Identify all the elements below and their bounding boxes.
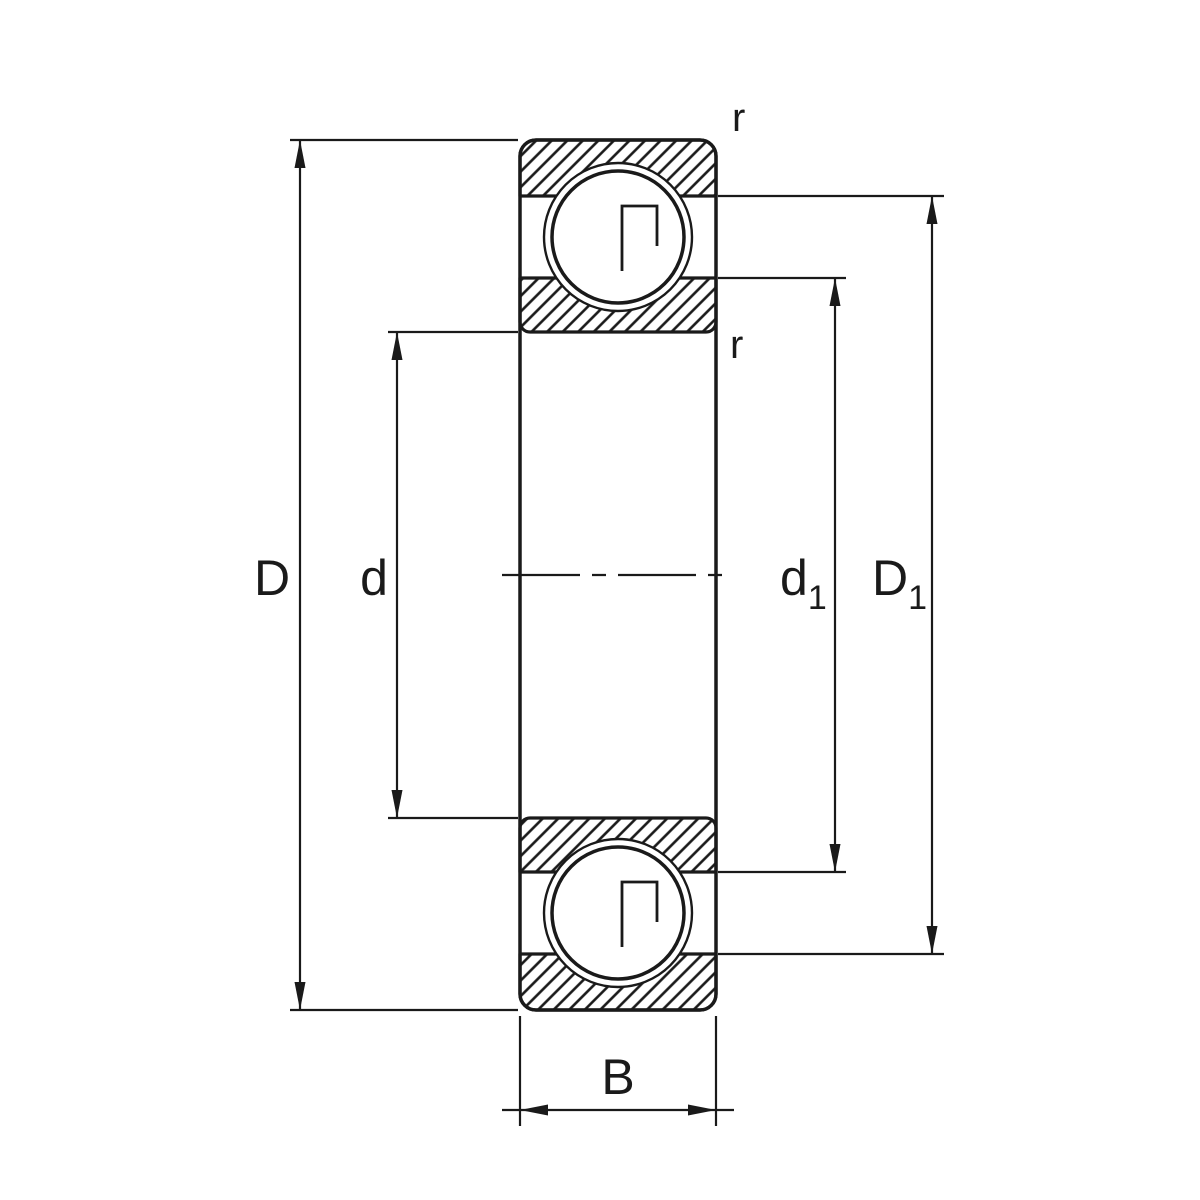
top-cage-mark [620, 204, 659, 271]
arrowhead-up [926, 196, 938, 224]
bottom-rolling-element [542, 837, 694, 989]
arrowhead-down [391, 790, 403, 818]
top-ball [550, 169, 686, 305]
label-chamfer-radius-top: r [732, 96, 745, 140]
label-bore-diameter: d [360, 550, 388, 606]
arrowhead-down [926, 926, 938, 954]
label-outer-diameter: D [254, 550, 290, 606]
dimension-outer-diameter-D: D [254, 138, 518, 1012]
label-chamfer-radius-inner: r [730, 323, 743, 367]
arrowhead-left [520, 1104, 548, 1116]
dimension-width-B: B [502, 1016, 734, 1126]
bottom-ball [550, 845, 686, 981]
arrowhead-right [688, 1104, 716, 1116]
arrowhead-up [294, 140, 306, 168]
label-shoulder-diameter-d1: d1 [780, 550, 827, 617]
arrowhead-up [391, 332, 403, 360]
dimension-shoulder-diameter-d1: d1 [718, 276, 846, 874]
dimension-bore-diameter-d: d [360, 330, 518, 820]
top-rolling-element [542, 161, 694, 313]
arrowhead-down [829, 844, 841, 872]
bottom-cage-mark [620, 880, 659, 947]
label-width: B [601, 1049, 634, 1105]
arrowhead-down [294, 982, 306, 1010]
arrowhead-up [829, 278, 841, 306]
dimension-shoulder-diameter-D1: D1 [718, 194, 944, 956]
label-shoulder-diameter-D1: D1 [872, 550, 927, 617]
